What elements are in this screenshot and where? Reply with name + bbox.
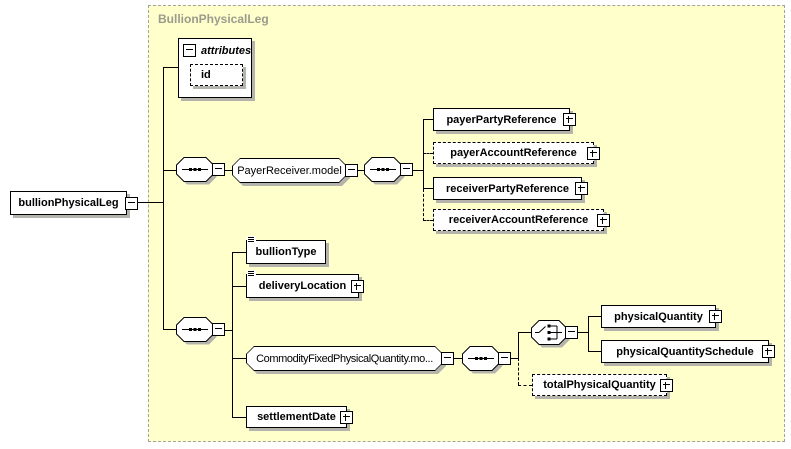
element-bullionPhysicalLeg[interactable]: bullionPhysicalLeg — [10, 191, 127, 215]
connector-line — [588, 351, 601, 352]
connector-line — [423, 153, 433, 154]
group-CommodityFixedPhysicalQuantity-model[interactable]: CommodityFixedPhysicalQuantity.mo... — [246, 346, 443, 371]
element-deliveryLocation[interactable]: deliveryLocation — [246, 274, 359, 298]
text-lines-icon — [247, 270, 256, 281]
element-payerAccountReference[interactable]: payerAccountReference — [433, 142, 594, 164]
connector-line — [225, 170, 232, 171]
element-settlementDate[interactable]: settlementDate — [246, 406, 347, 428]
connector-line — [232, 286, 246, 287]
connector-line — [454, 358, 462, 359]
expand-icon[interactable] — [709, 310, 722, 323]
expand-icon[interactable] — [340, 411, 353, 424]
element-totalPhysicalQuantity[interactable]: totalPhysicalQuantity — [532, 374, 667, 396]
element-payerPartyReference[interactable]: payerPartyReference — [433, 108, 570, 131]
connector-line — [518, 332, 519, 358]
connector-line — [232, 252, 246, 253]
connector-line — [163, 67, 178, 68]
connector-line — [423, 189, 424, 221]
collapse-icon[interactable] — [565, 326, 578, 339]
sequence-icon[interactable] — [176, 157, 218, 186]
connector-line — [588, 316, 601, 317]
connector-line — [511, 358, 518, 359]
choice-icon[interactable] — [531, 320, 571, 349]
expand-icon[interactable] — [563, 113, 576, 126]
attribute-id[interactable]: id — [190, 64, 243, 86]
connector-line — [423, 119, 424, 189]
expand-icon[interactable] — [575, 182, 588, 195]
connector-line — [423, 220, 433, 221]
expand-icon[interactable] — [660, 379, 673, 392]
element-physicalQuantity[interactable]: physicalQuantity — [601, 305, 716, 328]
element-bullionType[interactable]: bullionType — [246, 240, 326, 264]
element-receiverAccountReference[interactable]: receiverAccountReference — [433, 209, 604, 231]
element-physicalQuantitySchedule[interactable]: physicalQuantitySchedule — [601, 340, 769, 363]
expand-icon[interactable] — [762, 345, 775, 358]
element-receiverPartyReference[interactable]: receiverPartyReference — [433, 177, 582, 200]
connector-line — [163, 170, 176, 171]
connector-line — [232, 417, 246, 418]
collapse-icon[interactable] — [441, 352, 454, 365]
connector-line — [518, 358, 519, 385]
group-label: PayerReceiver.model — [233, 159, 346, 182]
connector-line — [232, 252, 233, 417]
connector-line — [518, 385, 532, 386]
expand-icon[interactable] — [587, 147, 600, 160]
collapse-icon[interactable] — [498, 352, 511, 365]
connector-line — [518, 332, 531, 333]
connector-line — [225, 330, 232, 331]
collapse-icon[interactable] — [400, 163, 413, 176]
connector-line — [413, 170, 423, 171]
connector-line — [163, 329, 176, 330]
complextype-title: BullionPhysicalLeg — [158, 12, 269, 26]
group-PayerReceiver-model[interactable]: PayerReceiver.model — [232, 158, 347, 183]
expand-icon[interactable] — [597, 214, 610, 227]
collapse-icon[interactable] — [212, 163, 225, 176]
connector-line — [138, 202, 163, 203]
connector-line — [163, 67, 164, 330]
collapse-icon[interactable] — [212, 323, 225, 336]
connector-line — [423, 188, 433, 189]
connector-line — [232, 358, 246, 359]
collapse-icon[interactable] — [183, 44, 196, 57]
collapse-icon[interactable] — [345, 164, 358, 177]
connector-line — [358, 170, 364, 171]
connector-line — [423, 119, 433, 120]
collapse-icon[interactable] — [125, 197, 138, 210]
expand-icon[interactable] — [351, 280, 364, 293]
sequence-icon[interactable] — [364, 157, 406, 186]
text-lines-icon — [247, 236, 256, 247]
sequence-icon[interactable] — [176, 317, 218, 346]
connector-line — [588, 316, 589, 351]
connector-line — [578, 332, 588, 333]
attributes-label: attributes — [201, 45, 252, 57]
group-label: CommodityFixedPhysicalQuantity.mo... — [247, 347, 442, 370]
